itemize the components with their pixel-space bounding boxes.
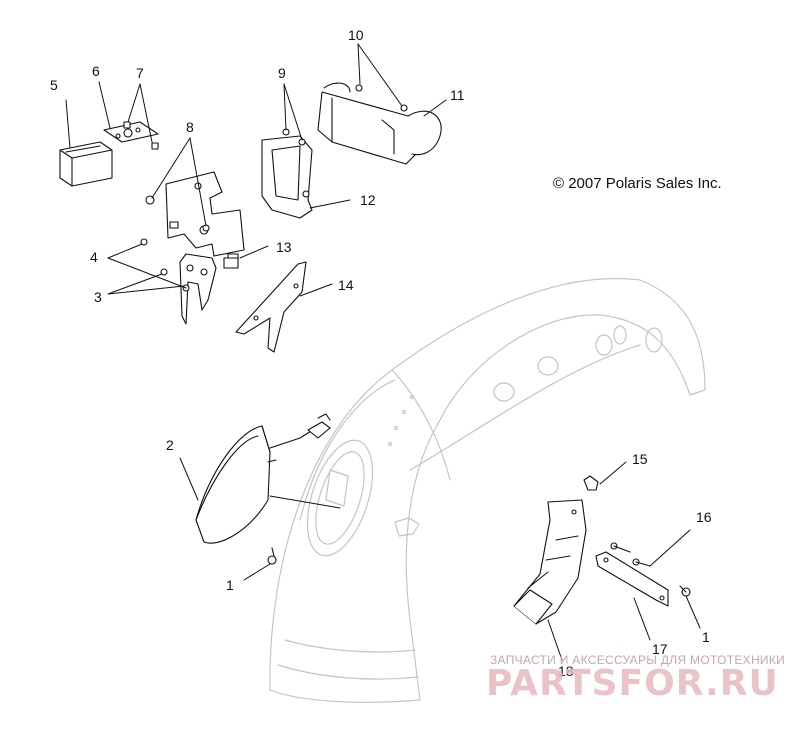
- callout-18: 18: [558, 663, 574, 679]
- callout-1-right: 1: [702, 629, 710, 645]
- part-mount-plate-11: [317, 82, 442, 165]
- part-strap-17: [595, 551, 669, 607]
- watermark-logo: PARTSFOR.RU: [486, 663, 779, 704]
- callout-16: 16: [696, 509, 712, 525]
- part-grommet-15: [583, 475, 599, 491]
- callout-11: 11: [450, 87, 465, 103]
- callout-15: 15: [632, 451, 648, 467]
- part-screw-1b: [679, 585, 691, 597]
- callout-17: 17: [652, 641, 668, 657]
- callout-7: 7: [136, 65, 144, 81]
- part-fender-brace-14: [235, 261, 307, 353]
- part-lens-gasket: [103, 121, 159, 143]
- callout-6: 6: [92, 63, 100, 79]
- callout-2: 2: [166, 437, 174, 453]
- callout-10: 10: [348, 27, 364, 43]
- part-light-housing-13: [223, 257, 239, 269]
- callout-1-left: 1: [226, 577, 234, 593]
- callout-12: 12: [360, 192, 376, 208]
- part-skid-bracket-18: [513, 499, 587, 625]
- part-lamp-nuts: [123, 121, 159, 150]
- part-license-bracket: [145, 171, 245, 261]
- part-screw-1a: [267, 547, 277, 565]
- copyright-notice: © 2007 Polaris Sales Inc.: [553, 175, 722, 192]
- rear-fender: [269, 277, 706, 703]
- callout-4: 4: [90, 249, 98, 265]
- leader-lines: [65, 43, 701, 661]
- part-bracket-12: [261, 128, 313, 219]
- watermark-tagline: ЗАПЧАСТИ И АКСЕССУАРЫ ДЛЯ МОТОТЕХНИКИ: [490, 653, 786, 667]
- part-bolts-16: [610, 542, 651, 567]
- part-tail-lamp: [59, 141, 113, 187]
- callout-labels: 5 6 7 8 9 10 11 12 13 14 4 3 2 1 15 16 1…: [50, 27, 712, 679]
- callout-3: 3: [94, 289, 102, 305]
- callout-9: 9: [278, 65, 286, 81]
- callout-5: 5: [50, 77, 58, 93]
- part-hinge-plate: [140, 238, 217, 325]
- callout-8: 8: [186, 119, 194, 135]
- part-tail-light-2: [195, 413, 331, 544]
- callout-14: 14: [338, 277, 354, 293]
- callout-13: 13: [276, 239, 292, 255]
